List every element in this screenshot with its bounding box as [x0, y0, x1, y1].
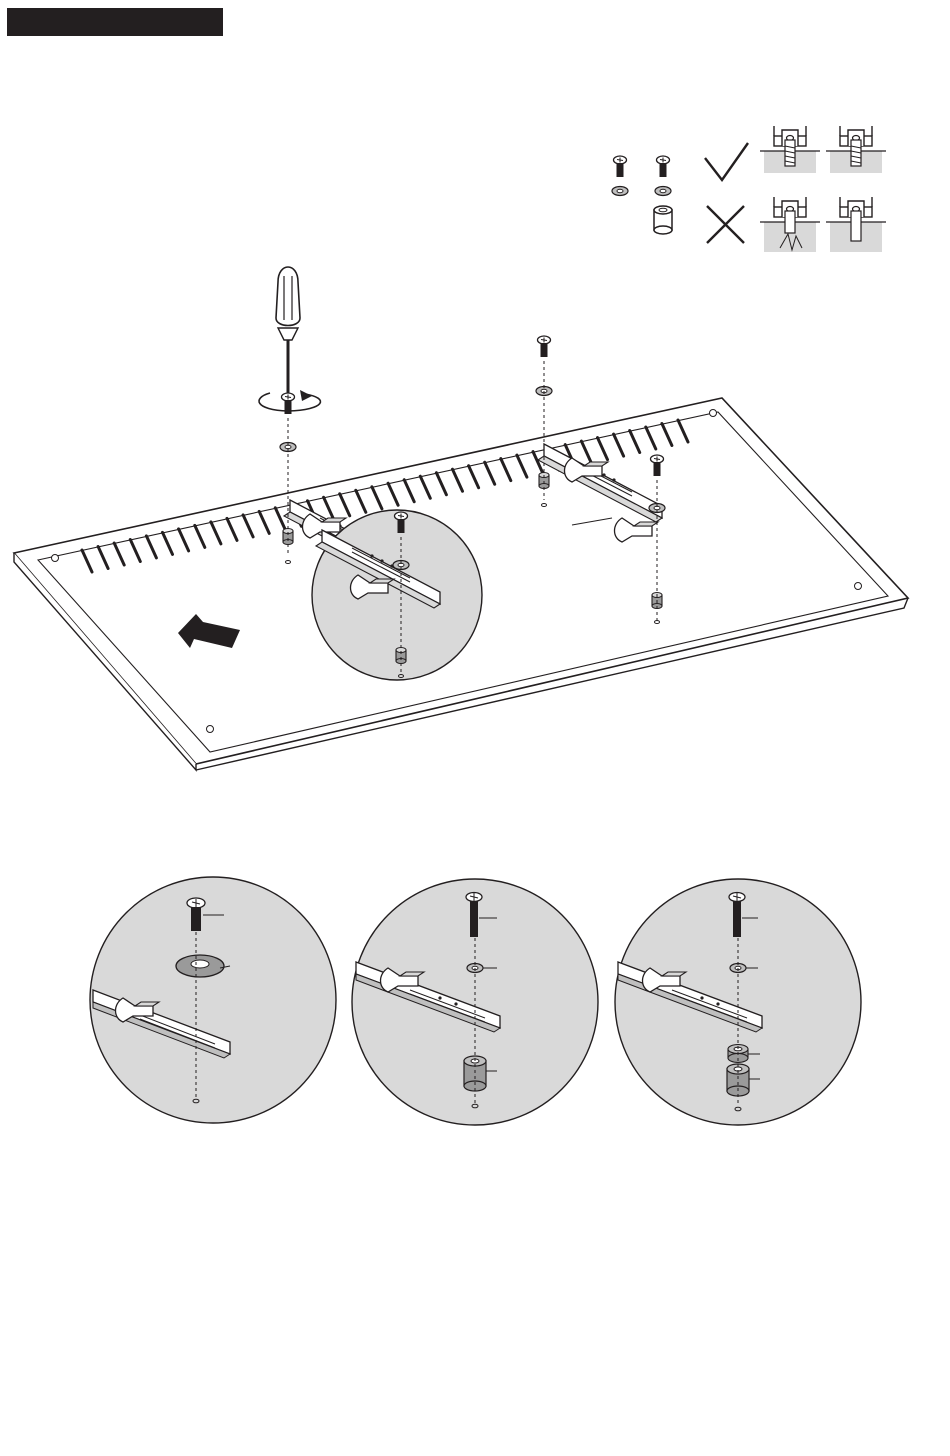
detail-view-3 — [615, 879, 861, 1125]
spacer-icon — [727, 1064, 749, 1096]
panel-hole — [710, 410, 717, 417]
correct-tightening-2 — [826, 126, 886, 173]
detail-view-1 — [90, 877, 336, 1123]
legend-screw-washer-left — [612, 156, 628, 196]
screwdriver-icon — [276, 267, 300, 395]
panel-hole — [855, 583, 862, 590]
magnified-inset — [312, 510, 482, 680]
washer-icon — [612, 187, 628, 196]
hardware-legend — [612, 126, 886, 252]
check-icon — [705, 143, 748, 180]
correct-tightening-1 — [760, 126, 820, 173]
detail-view-2 — [352, 879, 598, 1125]
cross-icon — [707, 206, 744, 243]
incorrect-tightening-1 — [760, 197, 820, 252]
panel-hole — [52, 555, 59, 562]
spacer-icon — [654, 206, 672, 234]
panel-hole — [207, 726, 214, 733]
screw-icon — [657, 156, 670, 177]
incorrect-tightening-2 — [826, 197, 886, 252]
screw-icon — [614, 156, 627, 177]
washer-icon — [176, 955, 224, 977]
washer-icon — [655, 187, 671, 196]
legend-screw-washer-spacer — [654, 156, 672, 234]
spacer-icon — [464, 1056, 486, 1091]
